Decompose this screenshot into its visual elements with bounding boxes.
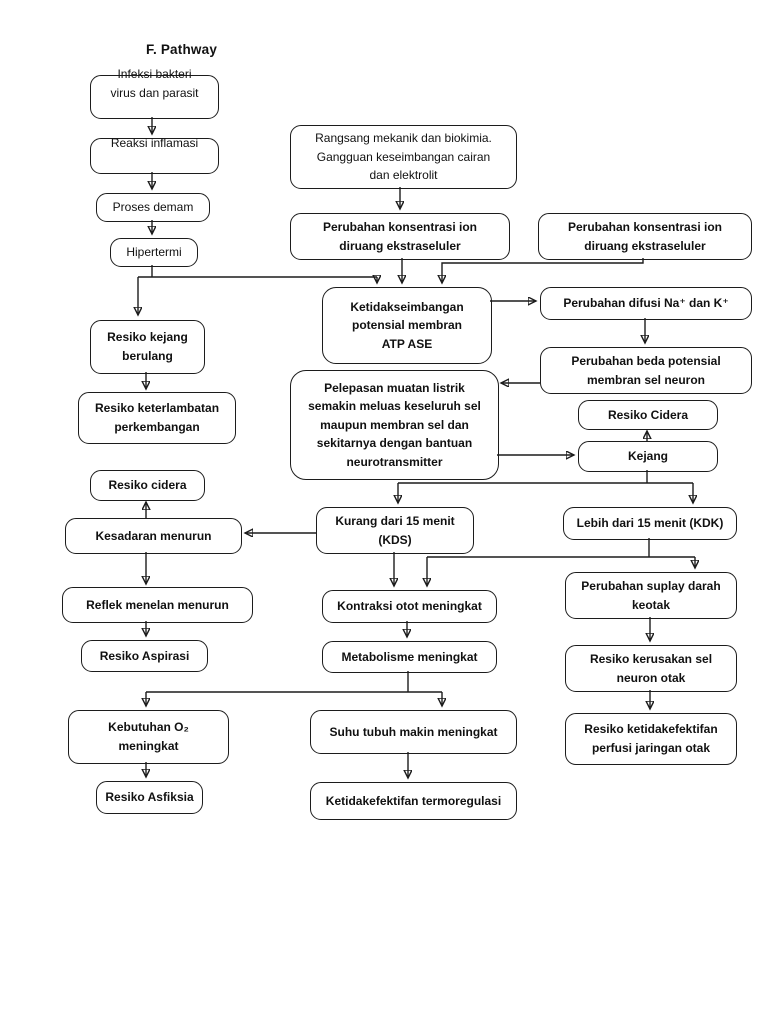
node-resiko-cidera-kiri: Resiko cidera xyxy=(90,470,205,501)
node-kurang-15-menit-label: Kurang dari 15 menit (KDS) xyxy=(335,513,455,547)
node-hipertermi-label: Hipertermi xyxy=(126,245,182,260)
node-resiko-aspirasi-label: Resiko Aspirasi xyxy=(99,648,190,663)
node-kontraksi-otot-label: Kontraksi otot meningkat xyxy=(337,599,482,614)
node-resiko-cidera-kanan-label: Resiko Cidera xyxy=(607,407,689,422)
node-resiko-aspirasi: Resiko Aspirasi xyxy=(81,640,208,672)
node-pelepasan-muatan-label: Pelepasan muatan listrik semakin meluas … xyxy=(308,380,481,469)
node-perfusi-jaringan-label: Resiko ketidakefektifan perfusi jaringan… xyxy=(584,722,718,755)
node-resiko-cidera-kiri-label: Resiko cidera xyxy=(108,478,187,493)
node-konsentrasi-ion-kiri: Perubahan konsentrasi ion diruang ekstra… xyxy=(290,213,510,260)
node-beda-potensial-label: Perubahan beda potensial membran sel neu… xyxy=(571,353,721,387)
node-resiko-keterlambatan-label: Resiko keterlambatan perkembangan xyxy=(94,401,220,434)
node-kontraksi-otot: Kontraksi otot meningkat xyxy=(322,590,497,623)
node-reaksi-inflamasi: Reaksi inflamasi xyxy=(90,136,219,174)
node-lebih-15-menit: Lebih dari 15 menit (KDK) xyxy=(563,507,737,540)
node-hipertermi: Hipertermi xyxy=(110,238,198,267)
node-infeksi-bakteri-label: Infeksi bakteri virus dan parasit xyxy=(110,67,199,100)
node-konsentrasi-ion-kiri-label: Perubahan konsentrasi ion diruang ekstra… xyxy=(322,219,478,253)
node-kesadaran-menurun-label: Kesadaran menurun xyxy=(95,528,212,543)
node-kerusakan-neuron: Resiko kerusakan sel neuron otak xyxy=(565,645,737,692)
node-kurang-15-menit: Kurang dari 15 menit (KDS) xyxy=(316,507,474,554)
node-ketidakseimbangan-potensial: Ketidakseimbangan potensial membran ATP … xyxy=(322,287,492,364)
node-rangsang-mekanik: Rangsang mekanik dan biokimia. Gangguan … xyxy=(290,125,517,189)
node-perfusi-jaringan: Resiko ketidakefektifan perfusi jaringan… xyxy=(565,713,737,765)
node-resiko-keterlambatan: Resiko keterlambatan perkembangan xyxy=(78,392,236,444)
node-kesadaran-menurun: Kesadaran menurun xyxy=(65,518,242,554)
node-kebutuhan-o2-label: Kebutuhan O₂ meningkat xyxy=(108,720,189,753)
node-resiko-asfiksia: Resiko Asfiksia xyxy=(96,781,203,814)
node-resiko-asfiksia-label: Resiko Asfiksia xyxy=(105,790,194,805)
node-reflek-menelan: Reflek menelan menurun xyxy=(62,587,253,623)
node-resiko-cidera-kanan: Resiko Cidera xyxy=(578,400,718,430)
node-proses-demam-label: Proses demam xyxy=(112,200,194,215)
node-suplay-darah-label: Perubahan suplay darah keotak xyxy=(581,578,721,612)
page-title: F. Pathway xyxy=(146,42,218,57)
node-kejang-label: Kejang xyxy=(627,449,668,464)
node-resiko-kejang-berulang-label: Resiko kejang berulang xyxy=(107,330,188,363)
node-konsentrasi-ion-kanan-label: Perubahan konsentrasi ion diruang ekstra… xyxy=(567,219,723,253)
node-beda-potensial: Perubahan beda potensial membran sel neu… xyxy=(540,347,752,394)
node-kerusakan-neuron-label: Resiko kerusakan sel neuron otak xyxy=(589,651,713,685)
node-perubahan-difusi: Perubahan difusi Na⁺ dan K⁺ xyxy=(540,287,752,320)
connectors xyxy=(138,117,695,778)
node-termoregulasi: Ketidakefektifan termoregulasi xyxy=(310,782,517,820)
node-reaksi-inflamasi-label: Reaksi inflamasi xyxy=(110,135,199,150)
node-suplay-darah: Perubahan suplay darah keotak xyxy=(565,572,737,619)
node-termoregulasi-label: Ketidakefektifan termoregulasi xyxy=(325,793,502,808)
node-metabolisme: Metabolisme meningkat xyxy=(322,641,497,673)
node-infeksi-bakteri: Infeksi bakteri virus dan parasit xyxy=(90,67,219,119)
node-proses-demam: Proses demam xyxy=(96,193,210,222)
node-ketidakseimbangan-potensial-label: Ketidakseimbangan potensial membran ATP … xyxy=(350,299,464,351)
node-kebutuhan-o2: Kebutuhan O₂ meningkat xyxy=(68,710,229,764)
node-reflek-menelan-label: Reflek menelan menurun xyxy=(86,597,229,612)
node-suhu-tubuh: Suhu tubuh makin meningkat xyxy=(310,710,517,754)
node-konsentrasi-ion-kanan: Perubahan konsentrasi ion diruang ekstra… xyxy=(538,213,752,260)
node-resiko-kejang-berulang: Resiko kejang berulang xyxy=(90,320,205,374)
node-pelepasan-muatan: Pelepasan muatan listrik semakin meluas … xyxy=(290,370,499,480)
node-rangsang-mekanik-label: Rangsang mekanik dan biokimia. Gangguan … xyxy=(315,131,492,183)
node-perubahan-difusi-label: Perubahan difusi Na⁺ dan K⁺ xyxy=(563,296,729,311)
node-kejang: Kejang xyxy=(578,441,718,472)
node-suhu-tubuh-label: Suhu tubuh makin meningkat xyxy=(329,724,498,739)
node-lebih-15-menit-label: Lebih dari 15 menit (KDK) xyxy=(576,516,724,531)
node-metabolisme-label: Metabolisme meningkat xyxy=(341,649,478,664)
